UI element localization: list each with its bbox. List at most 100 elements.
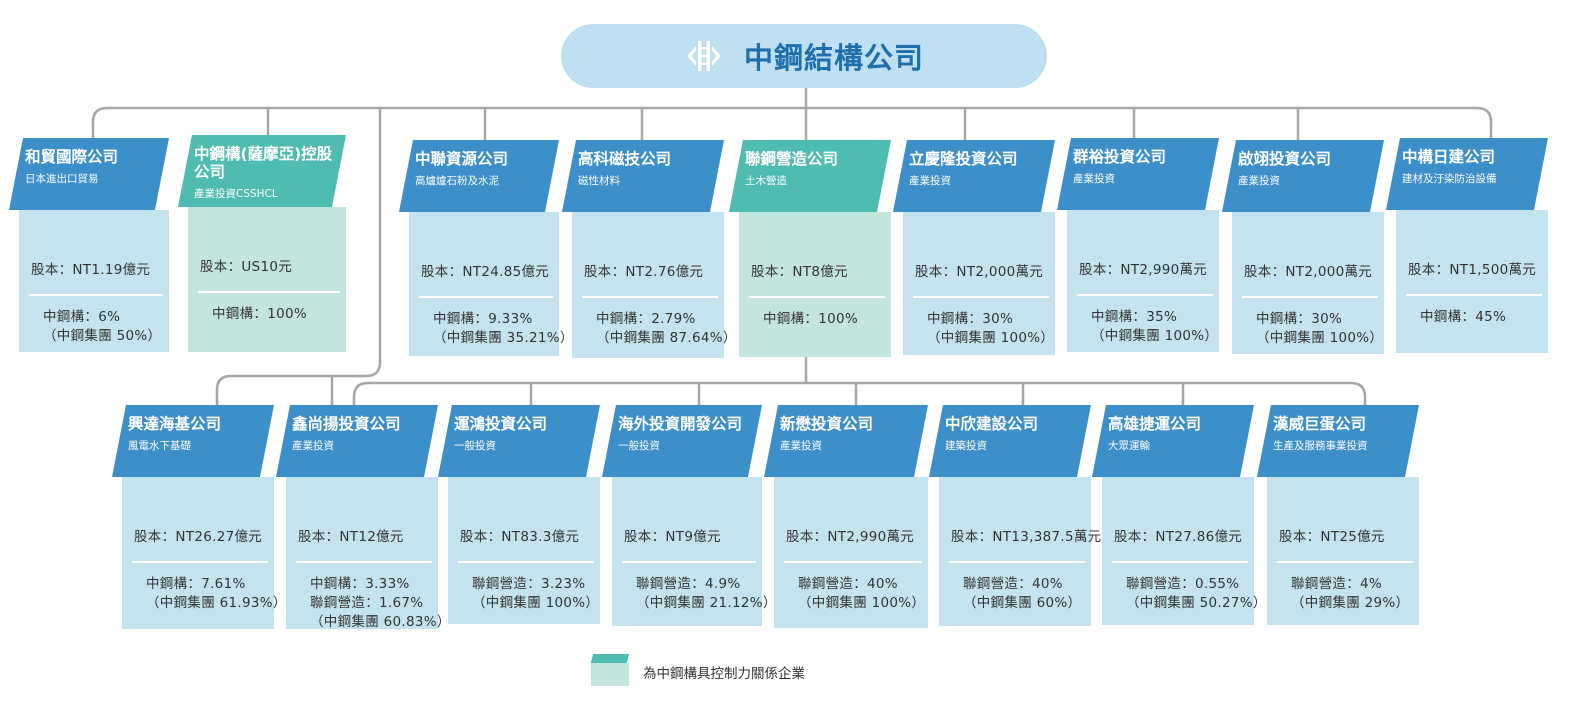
company-business: 產業投資 bbox=[1073, 173, 1115, 185]
company-name-block: 高雄捷運公司 大眾運輸 bbox=[1108, 415, 1248, 453]
company-name-block: 和貿國際公司 日本進出口貿易 bbox=[25, 148, 165, 186]
shareholding-text: （中鋼集團 21.12%） bbox=[636, 595, 777, 611]
shareholding-text: （中鋼集團 100%） bbox=[1256, 330, 1384, 346]
company-name-block: 中鋼構(薩摩亞)控股公司 產業投資CSSHCL bbox=[194, 145, 334, 201]
divider bbox=[1242, 296, 1378, 298]
parent-company-header: 中鋼結構公司 bbox=[561, 24, 1047, 88]
parent-company-title: 中鋼結構公司 bbox=[743, 41, 924, 75]
company-card-body: 股本：NT2.76億元 中鋼構：2.79%（中鋼集團 87.64%） bbox=[572, 212, 736, 358]
shareholding-text: （中鋼集團 29%） bbox=[1291, 595, 1410, 611]
company-name: 和貿國際公司 bbox=[25, 148, 119, 166]
company-name: 高科磁技公司 bbox=[578, 150, 672, 168]
company-card: 股本：NT2,990萬元 聯鋼營造：40%（中鋼集團 100%） 新懋投資公司 … bbox=[764, 405, 928, 628]
shareholding-list: 聯鋼營造：40%（中鋼集團 60%） bbox=[963, 575, 1081, 613]
divider bbox=[1077, 294, 1213, 296]
company-business: 高爐爐石粉及水泥 bbox=[415, 175, 499, 187]
company-name-block: 興達海基公司 風電水下基礎 bbox=[128, 415, 268, 453]
shareholding-text: 中鋼構：35% bbox=[1091, 309, 1178, 325]
capital-text: 股本：US10元 bbox=[200, 259, 293, 275]
company-card-body: 股本：NT13,387.5萬元 聯鋼營造：40%（中鋼集團 60%） bbox=[939, 477, 1101, 626]
company-business: 大眾運輸 bbox=[1108, 440, 1150, 452]
capital-text: 股本：NT9億元 bbox=[624, 529, 721, 545]
divider bbox=[949, 561, 1085, 563]
capital-text: 股本：NT2.76億元 bbox=[584, 264, 704, 280]
company-card: 股本：NT26.27億元 中鋼構：7.61%（中鋼集團 61.93%） 興達海基… bbox=[112, 405, 286, 629]
company-business: 產業投資 bbox=[909, 175, 951, 187]
shareholding-text: （中鋼集團 100%） bbox=[927, 330, 1055, 346]
company-business: 土木營造 bbox=[745, 175, 787, 187]
company-card: 股本：NT1,500萬元 中鋼構：45% 中構日建公司 建材及汙染防治設備 bbox=[1386, 138, 1548, 353]
company-name-block: 漢威巨蛋公司 生產及服務事業投資 bbox=[1273, 415, 1413, 453]
divider bbox=[1406, 294, 1542, 296]
capital-text: 股本：NT13,387.5萬元 bbox=[951, 529, 1102, 545]
company-name: 新懋投資公司 bbox=[780, 415, 874, 433]
divider bbox=[132, 561, 268, 563]
company-card-body: 股本：NT8億元 中鋼構：100% bbox=[739, 212, 891, 357]
company-card-body: 股本：NT2,990萬元 聯鋼營造：40%（中鋼集團 100%） bbox=[774, 477, 928, 628]
legend: 為中鋼構具控制力關係企業 bbox=[590, 654, 831, 688]
company-name: 海外投資開發公司 bbox=[618, 415, 743, 433]
shareholding-text: 中鋼構：30% bbox=[927, 311, 1014, 327]
company-logo-icon bbox=[686, 41, 721, 71]
company-name: 中聯資源公司 bbox=[415, 150, 509, 168]
shareholding-list: 中鋼構：35%（中鋼集團 100%） bbox=[1091, 308, 1218, 346]
company-business: 產業投資 bbox=[780, 440, 822, 452]
capital-text: 股本：NT1,500萬元 bbox=[1408, 262, 1537, 278]
company-card-body: 股本：NT25億元 聯鋼營造：4%（中鋼集團 29%） bbox=[1267, 477, 1419, 625]
shareholding-text: 聯鋼營造：0.55% bbox=[1126, 576, 1240, 592]
company-name-block: 啟翊投資公司 產業投資 bbox=[1238, 150, 1378, 188]
divider bbox=[1277, 561, 1413, 563]
company-business: 建材及汙染防治設備 bbox=[1402, 173, 1497, 185]
company-card-body: 股本：NT83.3億元 聯鋼營造：3.23%（中鋼集團 100%） bbox=[448, 477, 600, 624]
shareholding-text: （中鋼集團 35.21%） bbox=[433, 330, 574, 346]
shareholding-list: 聯鋼營造：0.55%（中鋼集團 50.27%） bbox=[1126, 575, 1267, 613]
shareholding-text: 聯鋼營造：40% bbox=[963, 576, 1063, 592]
shareholding-list: 中鋼構：45% bbox=[1420, 308, 1506, 327]
company-card-body: 股本：NT1.19億元 中鋼構：6%（中鋼集團 50%） bbox=[19, 210, 169, 352]
shareholding-text: 聯鋼營造：4% bbox=[1291, 576, 1383, 592]
company-card: 股本：NT2,000萬元 中鋼構：30%（中鋼集團 100%） 立慶隆投資公司 … bbox=[893, 140, 1055, 355]
capital-text: 股本：NT2,000萬元 bbox=[915, 264, 1044, 280]
company-name-block: 聯鋼營造公司 土木營造 bbox=[745, 150, 885, 188]
legend-swatch bbox=[590, 654, 630, 686]
shareholding-list: 中鋼構：6%（中鋼集團 50%） bbox=[43, 308, 161, 346]
capital-text: 股本：NT27.86億元 bbox=[1114, 529, 1243, 545]
shareholding-list: 中鋼構：2.79%（中鋼集團 87.64%） bbox=[596, 310, 737, 348]
divider bbox=[749, 296, 885, 298]
company-name: 啟翊投資公司 bbox=[1238, 150, 1332, 168]
company-business: 建築投資 bbox=[945, 440, 987, 452]
shareholding-text: 中鋼構：7.61% bbox=[146, 576, 246, 592]
company-card-body: 股本：NT2,000萬元 中鋼構：30% （中鋼集團 100%） bbox=[903, 212, 1055, 355]
company-name-block: 新懋投資公司 產業投資 bbox=[780, 415, 920, 453]
shareholding-list: 聯鋼營造：3.23%（中鋼集團 100%） bbox=[472, 575, 599, 613]
shareholding-text: （中鋼集團 100%） bbox=[472, 595, 600, 611]
company-card: 股本：NT8億元 中鋼構：100% 聯鋼營造公司 土木營造 bbox=[729, 140, 891, 357]
company-name: 漢威巨蛋公司 bbox=[1273, 415, 1367, 433]
company-business: 磁性材料 bbox=[578, 175, 620, 187]
shareholding-list: 中鋼構：3.33%聯鋼營造：1.67%（中鋼集團 60.83%） bbox=[310, 575, 451, 632]
company-business: 一般投資 bbox=[618, 440, 660, 452]
company-name: 聯鋼營造公司 bbox=[745, 150, 839, 168]
company-name: 中構日建公司 bbox=[1402, 148, 1496, 166]
company-name-block: 海外投資開發公司 一般投資 bbox=[618, 415, 758, 453]
capital-text: 股本：NT12億元 bbox=[298, 529, 404, 545]
company-name-block: 中聯資源公司 高爐爐石粉及水泥 bbox=[415, 150, 555, 188]
shareholding-list: 聯鋼營造：4.9% （中鋼集團 21.12%） bbox=[636, 575, 777, 613]
shareholding-text: （中鋼集團 60.83%） bbox=[310, 614, 451, 630]
company-business: 產業投資 bbox=[292, 440, 334, 452]
company-card: 股本：NT1.19億元 中鋼構：6%（中鋼集團 50%） 和貿國際公司 日本進出… bbox=[9, 138, 169, 352]
divider bbox=[1112, 561, 1248, 563]
divider bbox=[582, 296, 718, 298]
divider bbox=[419, 296, 553, 298]
company-card-body: 股本：US10元 中鋼構：100% bbox=[188, 207, 346, 352]
shareholding-text: 中鋼構：100% bbox=[212, 306, 307, 322]
company-name: 中鋼構(薩摩亞)控股公司 bbox=[194, 145, 333, 181]
company-name: 鑫尚揚投資公司 bbox=[292, 415, 401, 433]
company-name-block: 中構日建公司 建材及汙染防治設備 bbox=[1402, 148, 1542, 186]
connector-top-bus bbox=[91, 106, 1493, 138]
company-card-body: 股本：NT26.27億元 中鋼構：7.61%（中鋼集團 61.93%） bbox=[122, 477, 286, 629]
shareholding-list: 中鋼構：7.61%（中鋼集團 61.93%） bbox=[146, 575, 287, 613]
shareholding-text: 中鋼構：6% bbox=[43, 309, 121, 325]
shareholding-text: 聯鋼營造：4.9% bbox=[636, 576, 741, 592]
